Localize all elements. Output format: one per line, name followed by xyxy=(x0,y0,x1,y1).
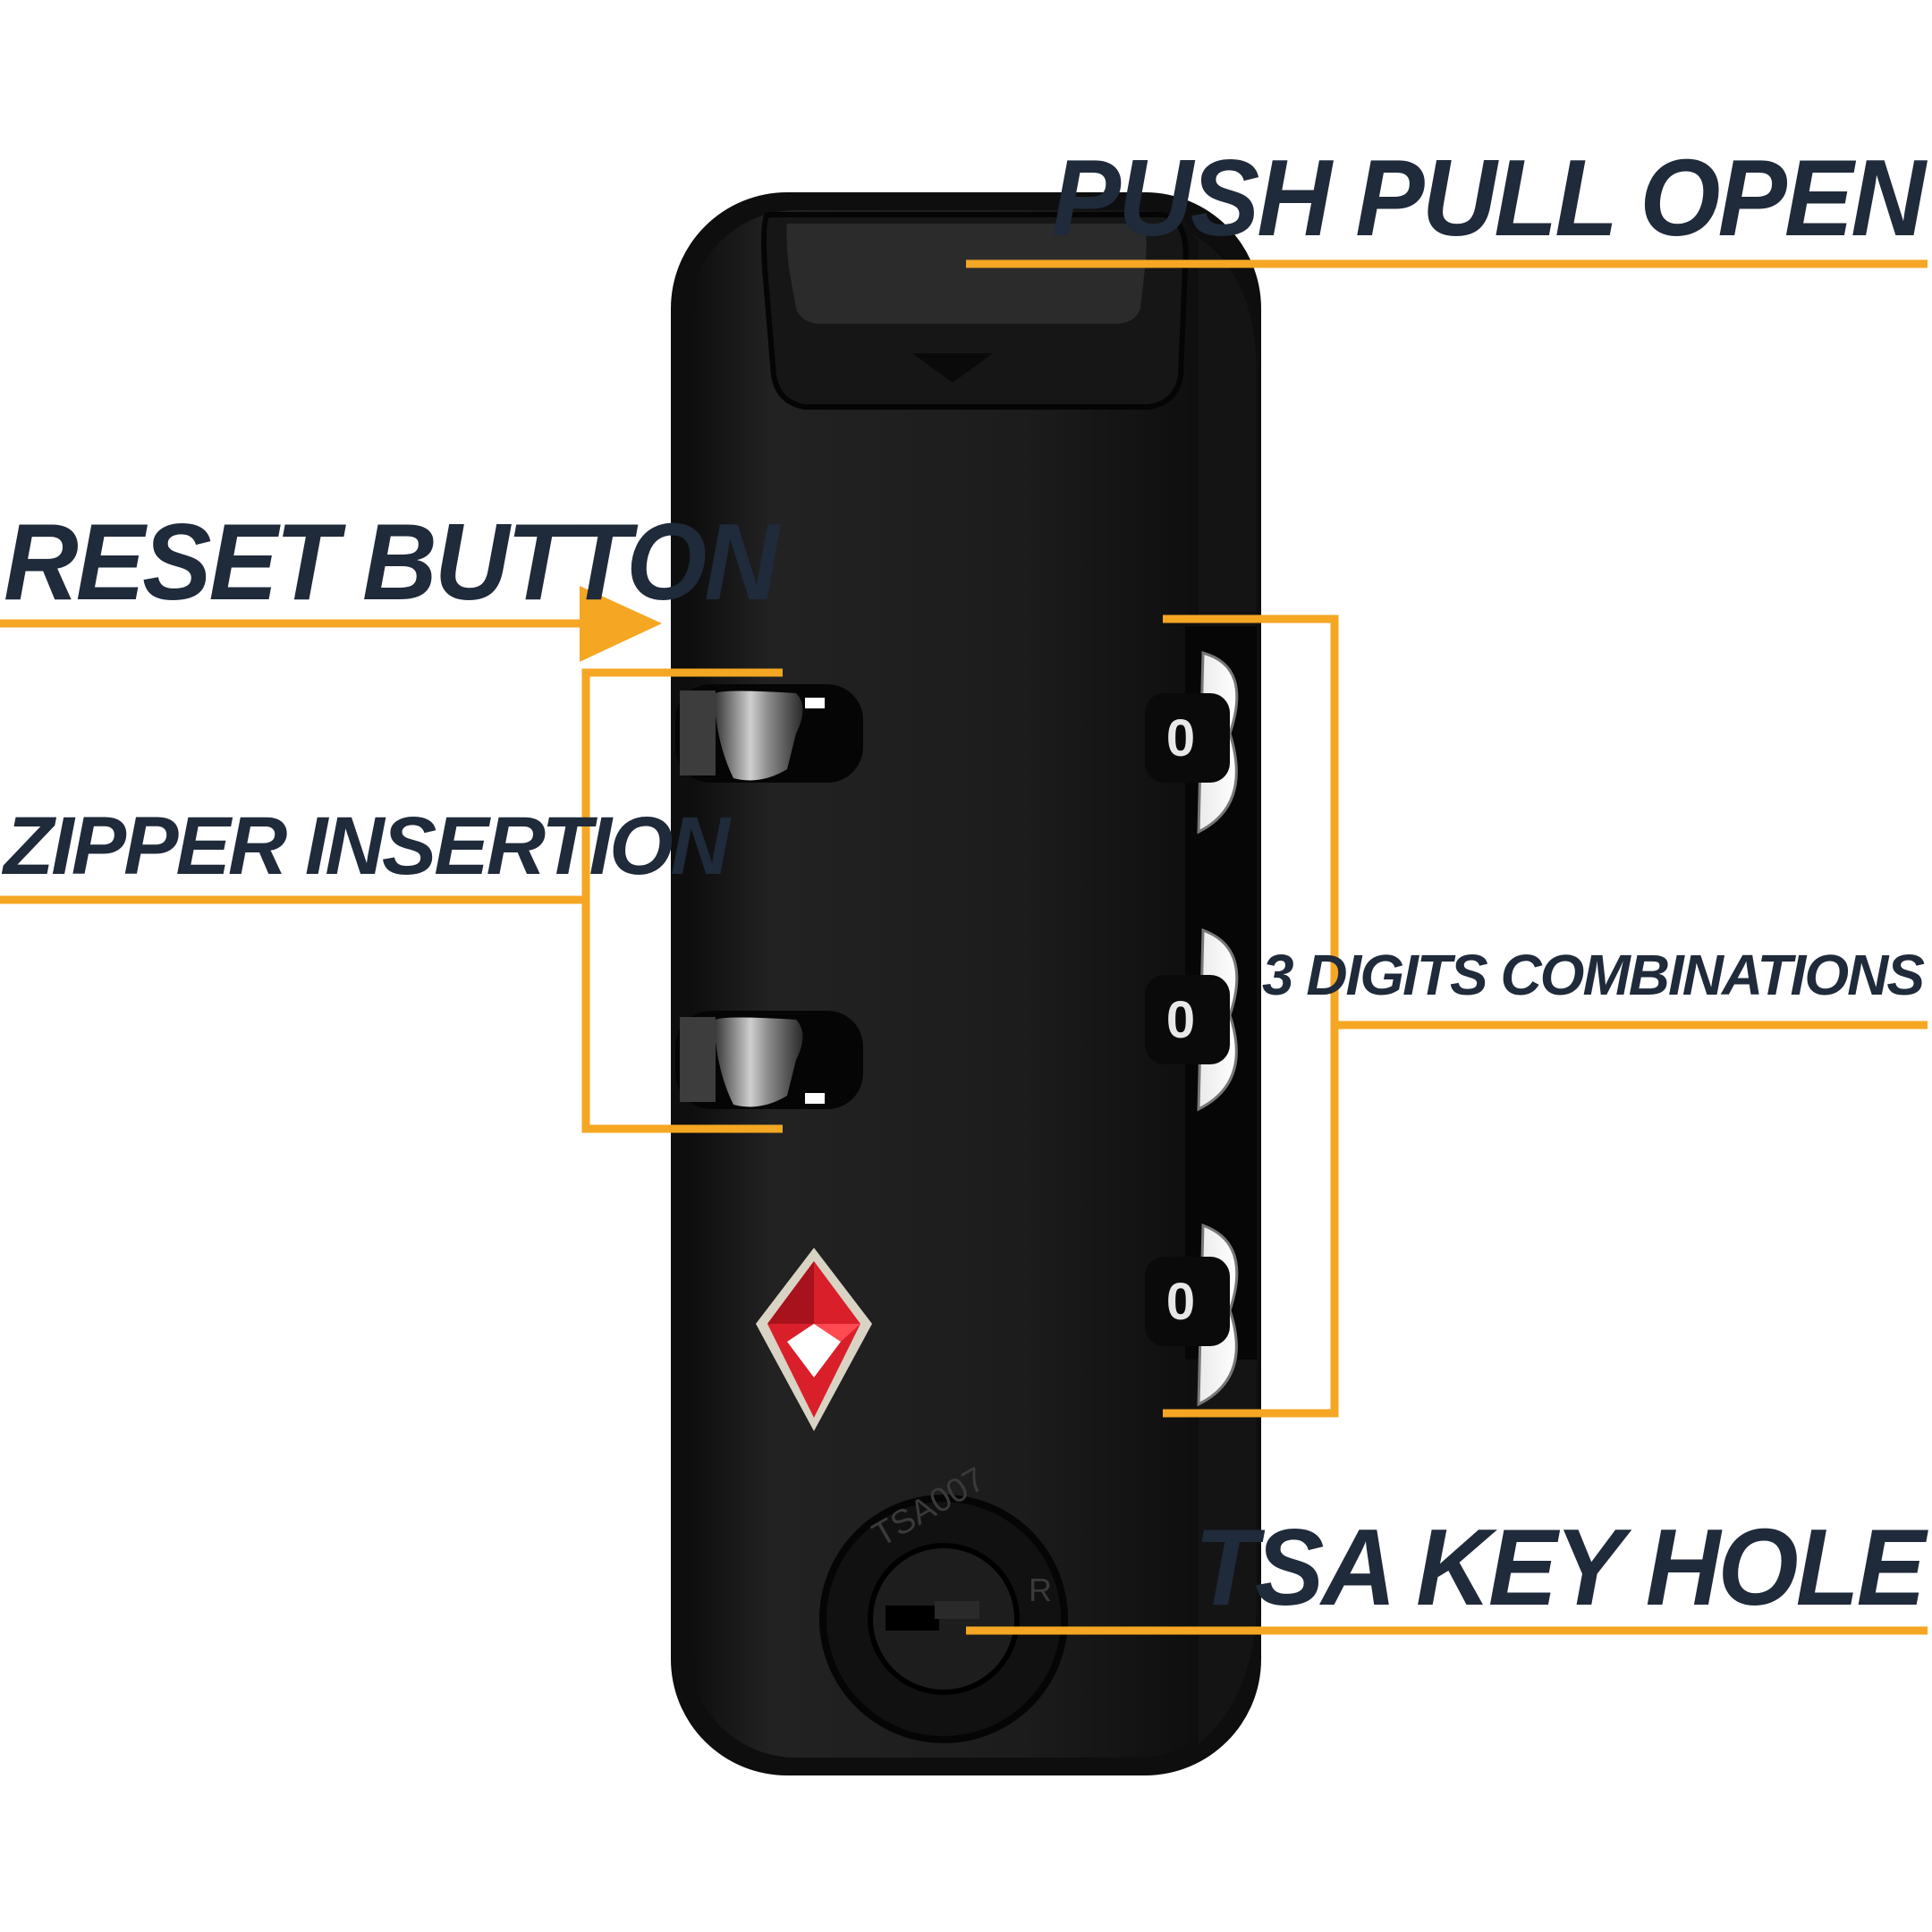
tsa-key-hole[interactable]: TSA007 R xyxy=(819,1461,1068,1743)
reset-button-label: RESET BUTTON xyxy=(4,500,779,623)
dial-1-digit: 0 xyxy=(1166,709,1195,767)
reset-arrow-icon xyxy=(0,586,662,662)
combination-dial-2[interactable]: 0 xyxy=(1145,928,1239,1112)
combination-dial-1[interactable]: 0 xyxy=(1145,651,1239,835)
tsa-key-hole-label: TSA KEY HOLE xyxy=(1194,1505,1926,1629)
dial-3-digit: 0 xyxy=(1166,1273,1195,1331)
zipper-slot-bottom[interactable] xyxy=(675,1011,863,1109)
push-pull-open-label: PUSH PULL OPEN xyxy=(1051,136,1926,259)
leader-lines xyxy=(0,259,1928,1635)
three-digits-label: 3 DIGITS COMBINATIONS xyxy=(1261,943,1925,1007)
dial-2-digit: 0 xyxy=(1166,991,1195,1049)
zipper-slot-top[interactable] xyxy=(675,684,863,783)
tsa-diamond-icon xyxy=(756,1248,872,1431)
combination-dial-3[interactable]: 0 xyxy=(1145,1223,1239,1407)
slide-arrow-icon xyxy=(912,353,993,383)
engraving-mark: R xyxy=(1029,1572,1052,1608)
zipper-insertion-label: ZIPPER INSERTION xyxy=(4,801,730,892)
